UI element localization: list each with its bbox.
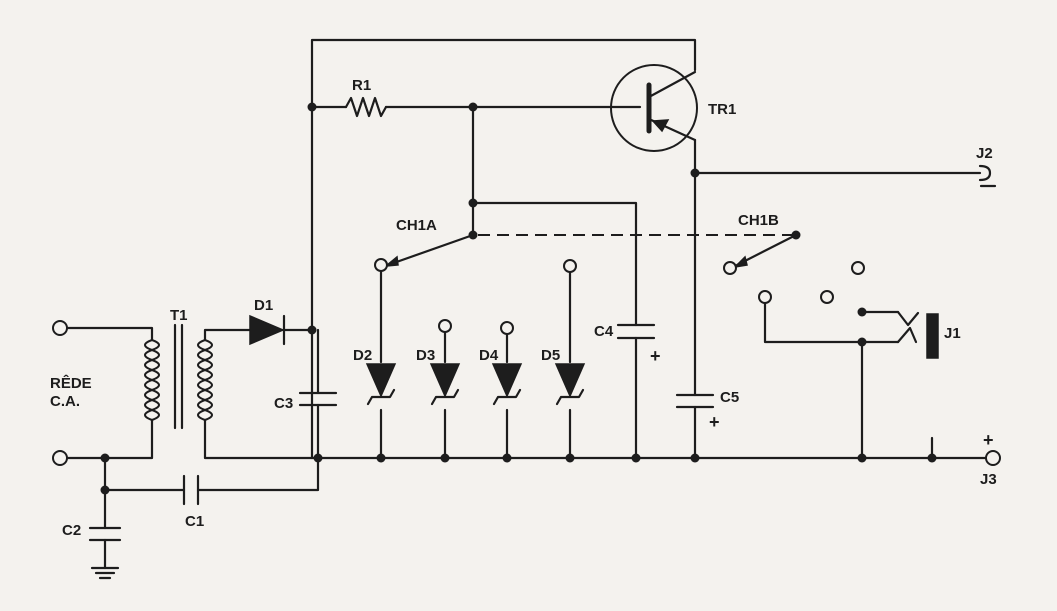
label-c5: C5 xyxy=(720,389,739,406)
label-mains-line1: RÊDE xyxy=(50,374,92,392)
capacitor-c3 xyxy=(298,391,338,407)
label-c4: C4 xyxy=(594,323,614,340)
capacitor-c2 xyxy=(88,526,122,542)
c4-polarity-mark: + xyxy=(650,346,661,366)
label-d3: D3 xyxy=(416,347,435,364)
transistor-tr1 xyxy=(610,64,698,152)
capacitor-c5 xyxy=(675,393,715,409)
label-j2: J2 xyxy=(976,145,993,162)
label-c1: C1 xyxy=(185,513,204,530)
zener-d5 xyxy=(554,363,586,406)
zener-d4 xyxy=(491,363,523,406)
c5-polarity-mark: + xyxy=(709,412,720,432)
jack-j2-terminal xyxy=(978,164,997,188)
label-ch1a: CH1A xyxy=(396,217,437,234)
label-d2: D2 xyxy=(353,347,372,364)
zener-d2 xyxy=(365,363,397,406)
diode-d1 xyxy=(249,314,286,346)
label-tr1: TR1 xyxy=(708,101,736,118)
zener-d3 xyxy=(429,363,461,406)
label-j1: J1 xyxy=(944,325,961,342)
junction-dots xyxy=(100,102,937,495)
open-terminals xyxy=(52,258,1001,466)
label-c2: C2 xyxy=(62,522,81,539)
label-ch1b: CH1B xyxy=(738,212,779,229)
label-j3: J3 xyxy=(980,471,997,488)
switch-ch1b xyxy=(732,233,798,269)
ground-symbol xyxy=(90,566,120,580)
label-t1: T1 xyxy=(170,307,188,324)
capacitor-c4 xyxy=(616,323,656,340)
label-c3: C3 xyxy=(274,395,293,412)
switch-ch1a xyxy=(383,233,475,267)
label-d1: D1 xyxy=(254,297,273,314)
label-r1: R1 xyxy=(352,77,371,94)
resistor-r1 xyxy=(344,96,388,118)
label-mains-line2: C.A. xyxy=(50,393,80,410)
j3-polarity-mark: + xyxy=(983,430,994,450)
capacitor-c1 xyxy=(182,474,200,506)
label-d4: D4 xyxy=(479,347,499,364)
label-d5: D5 xyxy=(541,347,560,364)
jack-j1 xyxy=(896,310,939,359)
transformer-t1 xyxy=(144,323,213,430)
wiring xyxy=(66,38,992,570)
